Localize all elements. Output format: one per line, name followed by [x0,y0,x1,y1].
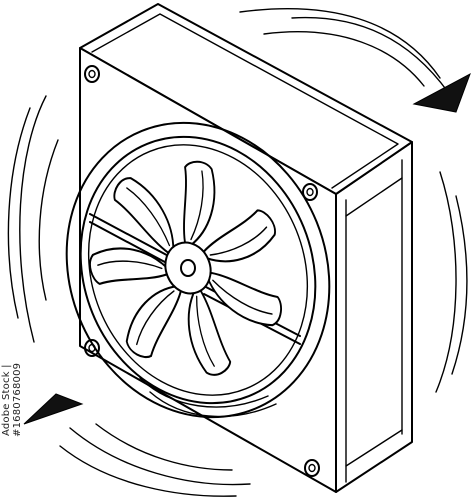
fan-blade-edge [209,226,268,256]
motion-line [69,427,251,486]
housing-side-rail [345,429,403,467]
fan-outer-ring [65,121,331,419]
motion-lines-top [239,7,449,93]
rotation-arrow-icon [23,393,84,425]
motion-line [435,171,457,393]
housing-side-face [335,141,413,493]
fan-blade-edge [97,260,163,270]
motion-line [19,95,47,343]
housing-top-edge [91,13,399,189]
motion-line [38,139,59,301]
mounting-screws [84,65,320,477]
hub-center-icon [180,259,196,277]
motion-line [451,195,468,375]
screw-hole [308,463,316,473]
hub-outer [164,241,212,295]
motion-line [239,7,441,79]
fan-blade [187,289,232,376]
fan-blade-edge [196,295,215,367]
fan-blade-edge [190,170,204,241]
screw-icon [304,459,320,477]
motion-line [95,423,233,471]
rotation-arrow-icon [412,72,471,113]
fan-lower-arc [149,391,277,418]
fan-ring [65,121,331,419]
stock-watermark-id: Adobe Stock | #1680768009 [1,362,23,438]
motion-line [291,16,449,93]
fan-blades [89,160,283,376]
fan-blade [183,160,216,247]
fan-hub [164,241,212,295]
motion-lines-bottom [59,423,251,497]
screw-hole [88,69,96,79]
fan-inner-ring [79,135,317,405]
screw-icon [84,65,100,83]
fan-blade [203,209,276,263]
fan-shroud [87,144,309,396]
fan-blade-edge [212,279,273,315]
fan-blade-edge [126,187,171,247]
grill-strut [89,213,177,269]
fan-blade [125,285,182,359]
fan-lower-arc [139,377,269,408]
screw-icon [302,183,318,201]
screw-icon [84,339,100,357]
fan-blade [113,177,175,254]
fan-blade [89,247,169,285]
motion-lines-left [7,95,59,343]
motion-lines-right [435,171,468,393]
housing-side-rail [345,177,403,217]
screw-hole [306,187,314,197]
motion-line [7,107,31,319]
motion-line [263,31,425,87]
motion-line [59,445,237,497]
fan-blade-edge [136,290,175,346]
